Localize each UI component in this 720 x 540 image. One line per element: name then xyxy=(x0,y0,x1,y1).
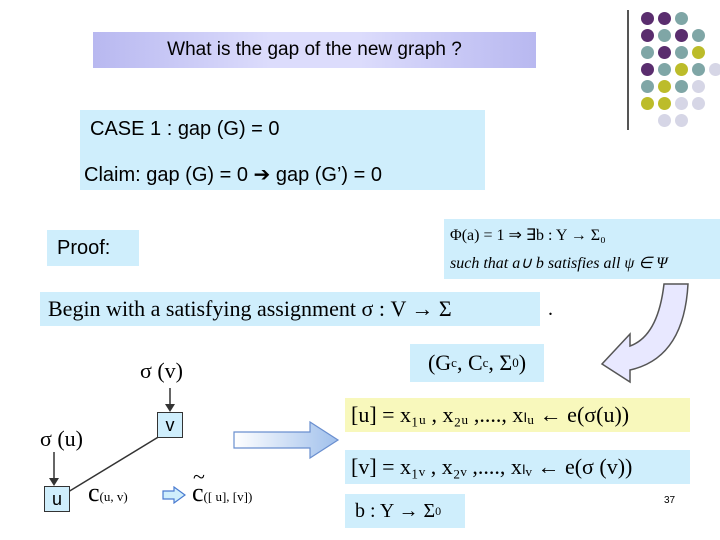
b-eq-subscript: 0 xyxy=(435,503,442,518)
gc-sub-1: c xyxy=(451,355,457,370)
constraint-c-tilde-subscript: ([ u], [v]) xyxy=(203,489,253,504)
claim-text: Claim: gap (G) = 0 ➔ gap (G’) = 0 xyxy=(84,162,382,187)
formula-box: Φ(a) = 1 ⇒ ∃b : Y → Σ₀ such that a∪ b sa… xyxy=(444,219,720,279)
claim-right: gap (G’) = 0 xyxy=(270,164,382,186)
sigma-u-label: σ (u) xyxy=(40,426,84,451)
gc-sub-3: 0 xyxy=(512,355,519,370)
small-right-arrow-icon xyxy=(162,486,186,504)
gc-mid: , C xyxy=(456,350,483,375)
slide-title: What is the gap of the new graph ? xyxy=(93,32,536,68)
node-u: u xyxy=(44,486,70,512)
case-box xyxy=(80,110,485,190)
formula-line-2: such that a∪ b satisfies all ψ ∈ Ψ xyxy=(450,255,668,272)
begin-statement: Begin with a satisfying assignment σ : V… xyxy=(40,292,540,326)
gc-sub-2: c xyxy=(482,355,489,370)
graph-lines xyxy=(49,388,175,493)
decorative-divider xyxy=(627,10,629,130)
formula-line-1: Φ(a) = 1 ⇒ ∃b : Y → Σ₀ xyxy=(450,227,606,244)
gc-close: ) xyxy=(518,350,527,375)
big-right-arrow-icon xyxy=(233,420,340,460)
constraint-c-symbol: c xyxy=(88,478,100,507)
gc-text: (G xyxy=(427,350,452,375)
curved-down-arrow-icon xyxy=(600,283,689,384)
tilde-mark: ~ xyxy=(193,464,205,489)
b-eq-text: b : Y → Σ xyxy=(355,499,436,522)
claim-left: Claim: gap (G) = 0 xyxy=(84,164,254,186)
constraint-c-tilde: ~ c([ u], [v]) xyxy=(192,464,253,508)
constraint-c-subscript: (u, v) xyxy=(99,489,128,504)
page-number: 37 xyxy=(664,495,676,506)
constraint-c-tilde-symbol: c xyxy=(192,478,204,507)
u-equation: [u] = x₁ᵤ , x₂ᵤ ,...., xₗᵤ ← e(σ(u)) xyxy=(345,398,690,432)
gc-end: , Σ xyxy=(488,350,513,375)
sigma-v-label: σ (v) xyxy=(140,358,184,383)
constraint-c-uv: c(u, v) xyxy=(88,478,128,508)
case-label: CASE 1 : gap (G) = 0 xyxy=(90,118,280,140)
begin-period: . xyxy=(548,298,553,320)
v-equation: [v] = x₁ᵥ , x₂ᵥ ,...., xₗᵥ ← e(σ (v)) xyxy=(345,450,690,484)
implies-arrow-icon: ➔ xyxy=(253,164,271,186)
node-v: v xyxy=(157,412,183,438)
decorative-dot-grid xyxy=(625,8,720,133)
proof-label: Proof: xyxy=(47,230,139,266)
